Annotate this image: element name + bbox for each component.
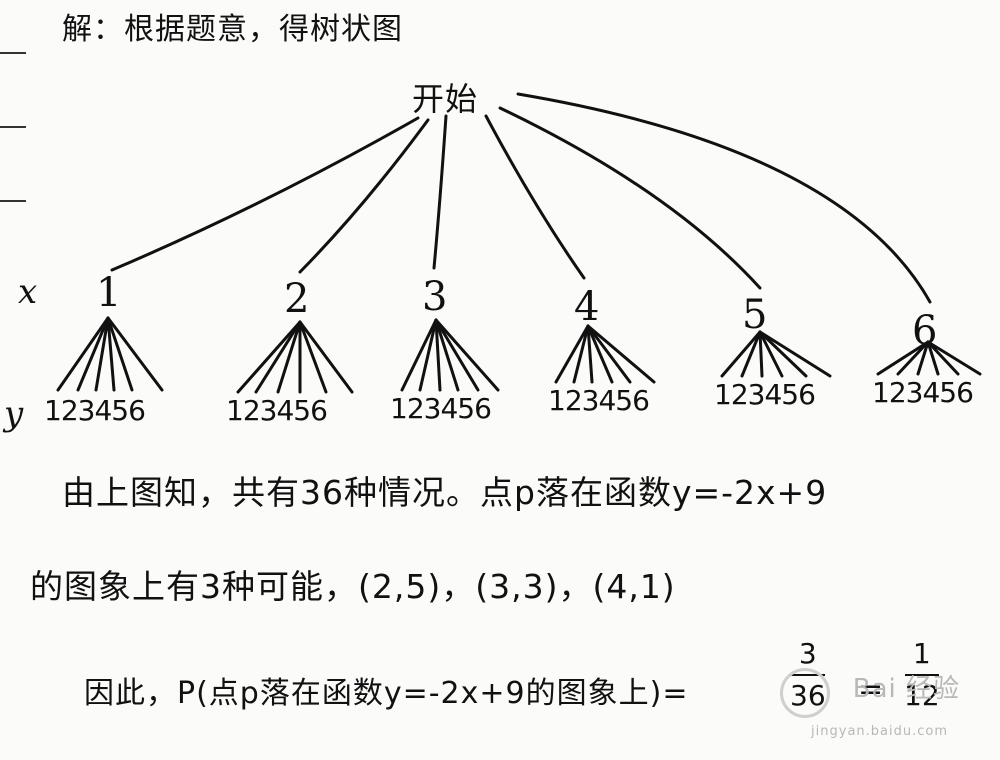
fraction-numerator: 1 (912, 637, 931, 670)
x-node-6: 6 (912, 308, 939, 354)
leaf-branch (106, 316, 134, 392)
leaf-branch (76, 316, 110, 392)
tree-branch (484, 114, 586, 280)
leaf-branch (298, 320, 354, 394)
tree-branch (516, 92, 932, 304)
y-leaves-2: 123456 (226, 394, 328, 427)
conclusion-line-2: 的图象上有3种可能，(2,5)，(3,3)，(4,1) (30, 567, 676, 606)
leaf-branch (926, 340, 982, 376)
leaf-branch (896, 340, 930, 376)
x-node-2: 2 (284, 276, 311, 322)
y-leaves-3: 123456 (390, 392, 492, 425)
fraction-denominator: 12 (904, 679, 940, 712)
x-node-1: 1 (96, 270, 123, 316)
fraction-bar (904, 674, 939, 676)
fraction-numerator: 3 (798, 637, 817, 670)
leaf-branch (106, 316, 164, 392)
leaf-branch (740, 330, 762, 378)
x-node-5: 5 (742, 292, 769, 338)
leaf-branch (554, 324, 590, 384)
leaf-branch (758, 330, 784, 378)
tree-root: 开始 (412, 80, 479, 118)
x-row-label: x (18, 272, 39, 312)
y-leaves-1: 123456 (44, 394, 146, 427)
leaf-branch (916, 340, 930, 376)
tree-branch (110, 116, 420, 272)
fraction-1-over-12: 1 12 (904, 634, 940, 716)
leaf-branch (926, 340, 940, 376)
y-leaves-4: 123456 (548, 384, 650, 417)
watermark-brand: Bai 经验 (852, 674, 960, 704)
equals-sign: = (858, 672, 885, 707)
leaf-branch (276, 320, 302, 394)
watermark-url: jingyan.baidu.com (811, 724, 948, 739)
conclusion-line-1: 由上图知，共有36种情况。点p落在函数y=-2x+9 (62, 473, 828, 512)
leaf-branch (434, 318, 442, 392)
leaf-branch (586, 324, 614, 384)
leaf-branch (418, 318, 438, 392)
y-row-label: y (4, 394, 25, 434)
tree-branch (432, 114, 448, 270)
leaf-branch (586, 324, 594, 384)
tree-branch (298, 118, 430, 274)
y-leaves-6: 123456 (872, 376, 974, 409)
tree-branch (498, 106, 762, 290)
leaf-branch (572, 324, 590, 384)
leaf-branch (94, 316, 110, 392)
leaf-branch (586, 324, 656, 384)
probability-line: 因此，P(点p落在函数y=-2x+9的图象上)= (84, 676, 689, 711)
margin-mark (0, 52, 26, 54)
leaf-branch (758, 330, 808, 378)
x-node-4: 4 (574, 284, 601, 330)
baidu-paw-icon (780, 668, 830, 718)
leaf-branch (106, 316, 116, 392)
leaf-branch (758, 330, 832, 378)
leaf-branch (236, 320, 302, 394)
y-leaves-5: 123456 (714, 378, 816, 411)
x-node-3: 3 (422, 274, 449, 320)
leaf-branch (434, 318, 480, 392)
leaf-branch (926, 340, 960, 376)
leaf-branch (56, 316, 110, 392)
leaf-branch (298, 320, 328, 394)
leaf-branch (254, 320, 302, 394)
leaf-branch (586, 324, 632, 384)
leaf-branch (758, 330, 764, 378)
margin-mark (0, 126, 26, 128)
leaf-branch (434, 318, 460, 392)
heading: 解：根据题意，得树状图 (62, 12, 403, 47)
leaf-branch (876, 340, 930, 376)
margin-mark (0, 200, 26, 202)
leaf-branch (400, 318, 438, 392)
leaf-branch (720, 330, 762, 378)
leaf-branch (434, 318, 500, 392)
